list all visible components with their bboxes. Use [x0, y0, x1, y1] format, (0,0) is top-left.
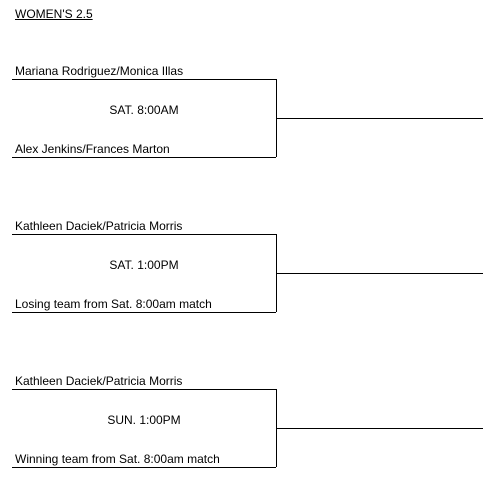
bracket-title: WOMEN'S 2.5 [15, 7, 93, 21]
match-time: SUN. 1:00PM [107, 413, 181, 427]
bracket-match-2: Kathleen Daciek/Patricia Morris SAT. 1:0… [0, 219, 495, 319]
bracket-match-3: Kathleen Daciek/Patricia Morris SUN. 1:0… [0, 374, 495, 474]
bracket-winner-line [276, 273, 483, 274]
bracket-line-top [12, 389, 276, 390]
team-bottom-label: Winning team from Sat. 8:00am match [15, 452, 220, 466]
team-bottom-label: Alex Jenkins/Frances Marton [15, 142, 170, 156]
bracket-match-1: Mariana Rodriguez/Monica Illas SAT. 8:00… [0, 64, 495, 164]
bracket-winner-line [276, 118, 483, 119]
team-top-label: Mariana Rodriguez/Monica Illas [15, 64, 184, 78]
bracket-line-bottom [12, 157, 276, 158]
match-time: SAT. 8:00AM [109, 103, 179, 117]
team-top-label: Kathleen Daciek/Patricia Morris [15, 374, 183, 388]
bracket-line-top [12, 79, 276, 80]
team-bottom-label: Losing team from Sat. 8:00am match [15, 297, 212, 311]
match-time: SAT. 1:00PM [109, 258, 179, 272]
bracket-line-bottom [12, 312, 276, 313]
bracket-winner-line [276, 428, 483, 429]
team-top-label: Kathleen Daciek/Patricia Morris [15, 219, 183, 233]
bracket-line-top [12, 234, 276, 235]
bracket-line-bottom [12, 467, 276, 468]
